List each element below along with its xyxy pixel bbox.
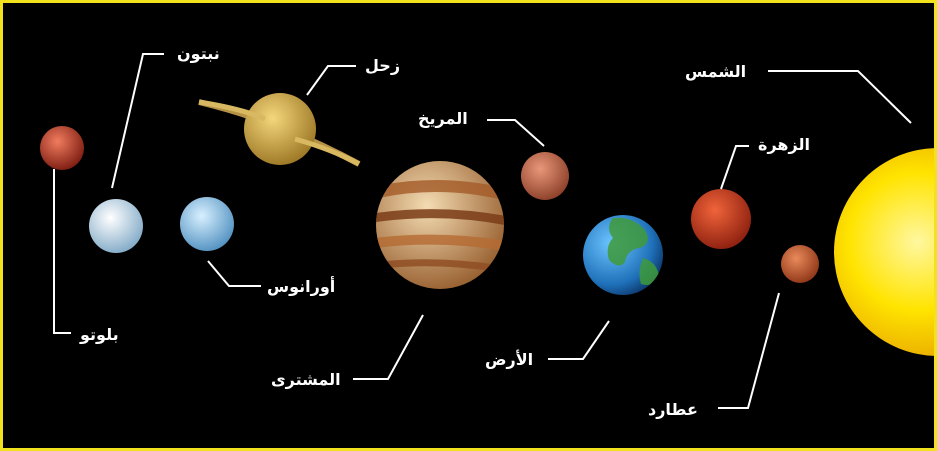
uranus-label: أورانوس [267,279,335,295]
venus-icon [691,189,751,249]
sun-label: الشمس [685,64,746,80]
neptune-icon [89,199,143,253]
neptune-label: نبتون [177,46,220,62]
uranus-leader-line [208,261,261,286]
mars-icon [521,152,569,200]
earth-leader-line [548,321,609,359]
jupiter-icon [373,161,508,289]
venus-label: الزهرة [758,137,810,153]
mars-leader-line [487,120,544,146]
mars-label: المريخ [418,111,468,127]
sun-icon [834,148,934,356]
venus-leader-line [721,146,749,189]
mercury-icon [781,245,819,283]
mercury-label: عطارد [648,402,698,418]
pluto-leader-line [54,169,71,333]
sun-leader-line [768,71,911,123]
saturn-icon [199,93,359,165]
saturn-leader-line [307,66,356,95]
uranus-icon [180,197,234,251]
earth-label: الأرض [485,352,533,368]
jupiter-label: المشترى [271,372,341,388]
mercury-leader-line [718,293,779,408]
pluto-label: بلوتو [80,327,119,343]
pluto-icon [40,126,84,170]
saturn-label: زحل [365,58,400,74]
neptune-leader-line [112,54,164,188]
earth-icon [583,215,663,295]
jupiter-leader-line [353,315,423,379]
solar-system-scene [3,3,934,448]
